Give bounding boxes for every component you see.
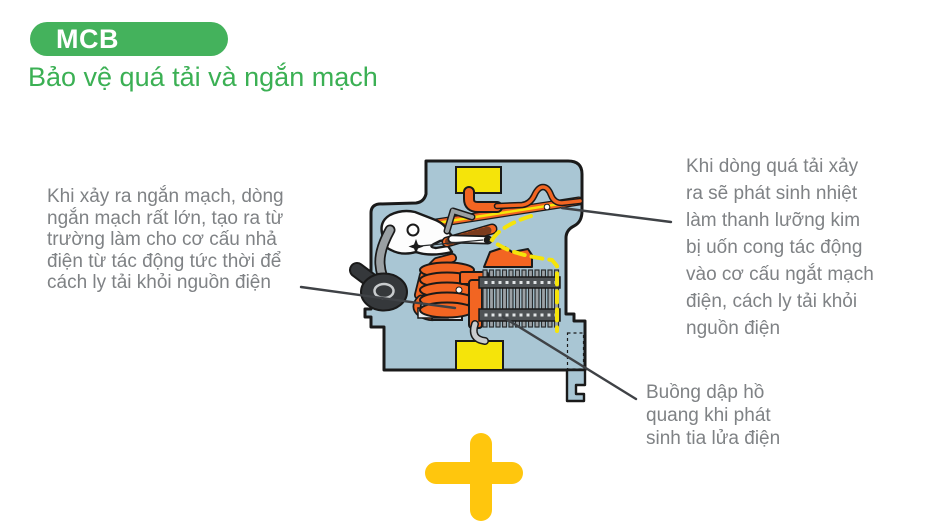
note-line: cách ly tải khỏi nguồn điện bbox=[47, 272, 271, 293]
din-rail-clip-icon bbox=[565, 368, 587, 403]
latch-spring-icon bbox=[443, 207, 476, 235]
note-line: Buồng dập hồ bbox=[646, 382, 765, 403]
note-line: vào cơ cấu ngắt mạch bbox=[686, 264, 874, 285]
trip-cam-icon bbox=[380, 209, 454, 256]
bottom-wire-icon bbox=[469, 320, 489, 345]
clip-dotted-outline bbox=[566, 332, 585, 370]
note-line: điện từ tác động tức thời để bbox=[47, 250, 282, 272]
arc-chamber-note: Buồng dập hồ quang khi phát sinh tia lửa… bbox=[646, 381, 816, 450]
note-line: bị uốn cong tác động bbox=[686, 237, 863, 258]
short-circuit-note: Khi xảy ra ngắn mạch, dòng ngắn mạch rất… bbox=[47, 186, 337, 294]
note-line: sinh tia lửa điện bbox=[646, 428, 781, 449]
note-line: trường làm cho cơ cấu nhả bbox=[47, 229, 277, 250]
top-terminal-icon bbox=[455, 166, 502, 194]
mcb-badge: MCB bbox=[30, 22, 228, 56]
note-line: Khi xảy ra ngắn mạch, dòng bbox=[47, 186, 284, 207]
arc-chute-icon bbox=[478, 269, 561, 328]
note-line: nguồn điện bbox=[686, 318, 781, 339]
short-circuit-connector-line bbox=[299, 285, 457, 310]
pivot-star-icon bbox=[408, 239, 424, 254]
mcb-badge-label: MCB bbox=[56, 23, 119, 54]
note-line: làm thanh lưỡng kim bbox=[686, 210, 861, 231]
note-line: ngắn mạch rất lớn, tạo ra từ bbox=[47, 207, 284, 229]
bottom-terminal-icon bbox=[455, 340, 504, 371]
plus-icon bbox=[425, 433, 523, 521]
overload-connector-line bbox=[560, 206, 673, 224]
note-line: Khi dòng quá tải xảy bbox=[686, 156, 859, 177]
note-line: quang khi phát bbox=[646, 405, 771, 426]
overload-note: Khi dòng quá tải xảy ra sẽ phát sinh nhi… bbox=[686, 153, 901, 342]
note-line: ra sẽ phát sinh nhiệt bbox=[686, 183, 858, 204]
arc-chamber-connector-line bbox=[501, 315, 638, 401]
current-path-dashed-icon bbox=[489, 214, 559, 333]
page-title: Bảo vệ quá tải và ngắn mạch bbox=[28, 62, 378, 92]
bimetal-strip-icon bbox=[425, 196, 584, 229]
solenoid-coil-icon bbox=[417, 261, 475, 321]
top-conductor-icon bbox=[463, 183, 584, 213]
note-line: điện, cách ly tải khỏi bbox=[686, 291, 858, 312]
toggle-lever-icon bbox=[349, 224, 408, 312]
trip-bar-icon bbox=[408, 234, 493, 254]
